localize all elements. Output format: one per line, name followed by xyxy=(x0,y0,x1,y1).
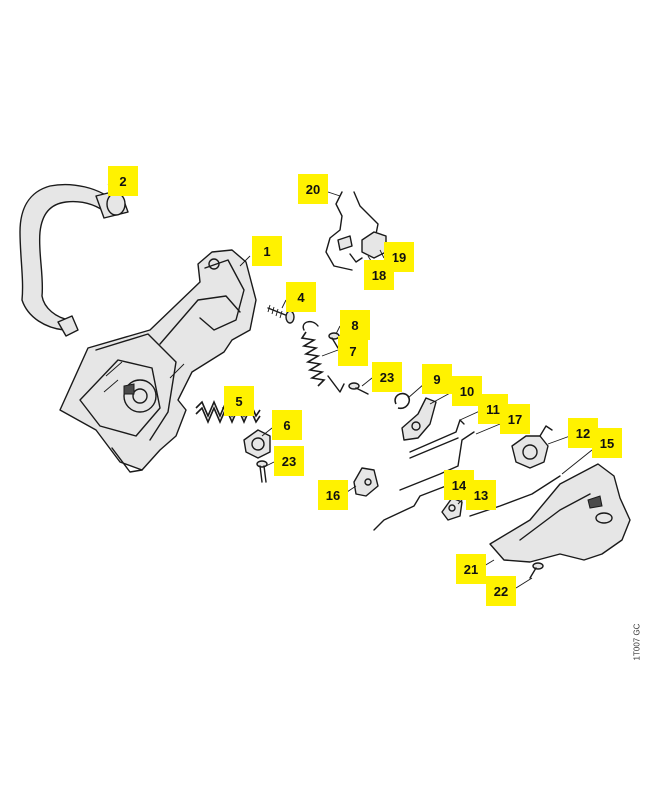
lever-12-drawing xyxy=(511,425,553,469)
callout-part-4[interactable]: 4 xyxy=(286,282,316,312)
callout-part-2[interactable]: 2 xyxy=(108,166,138,196)
callout-part-21[interactable]: 21 xyxy=(456,554,486,584)
spring-7-drawing xyxy=(300,320,345,393)
wire-17-drawing xyxy=(399,431,475,491)
reference-code: 1T007 GC xyxy=(630,612,644,672)
callout-part-23-upper[interactable]: 23 xyxy=(372,362,402,392)
callout-part-1[interactable]: 1 xyxy=(252,236,282,266)
callout-part-10[interactable]: 10 xyxy=(452,376,482,406)
screw-23a-drawing xyxy=(256,460,268,483)
callout-part-13[interactable]: 13 xyxy=(466,480,496,510)
throttle-trigger-10-drawing xyxy=(401,397,437,441)
rod-11-drawing xyxy=(409,419,465,459)
callout-part-15[interactable]: 15 xyxy=(592,428,622,458)
callout-part-5[interactable]: 5 xyxy=(224,386,254,416)
callout-part-23-lower[interactable]: 23 xyxy=(274,446,304,476)
handle-housing-drawing xyxy=(59,249,257,473)
lever-13-drawing xyxy=(441,497,463,521)
wiring-harness-drawing xyxy=(325,191,387,271)
circlip-9-drawing xyxy=(394,392,411,410)
handle-shell-21-drawing xyxy=(489,463,631,563)
callout-part-18[interactable]: 18 xyxy=(364,260,394,290)
lockout-16-drawing xyxy=(353,467,379,497)
reference-code-text: 1T007 GC xyxy=(632,623,642,661)
wire-15-drawing xyxy=(469,475,561,517)
callout-part-7[interactable]: 7 xyxy=(338,336,368,366)
callout-part-20[interactable]: 20 xyxy=(298,174,328,204)
callout-part-17[interactable]: 17 xyxy=(500,404,530,434)
callout-part-9[interactable]: 9 xyxy=(422,364,452,394)
handlebar-drawing xyxy=(19,183,129,337)
callout-part-6[interactable]: 6 xyxy=(272,410,302,440)
screw-22-drawing xyxy=(529,562,544,579)
callout-part-16[interactable]: 16 xyxy=(318,480,348,510)
callout-part-22[interactable]: 22 xyxy=(486,576,516,606)
callout-part-8[interactable]: 8 xyxy=(340,310,370,340)
screw-23b-drawing xyxy=(348,382,369,395)
retainer-6-drawing xyxy=(243,429,271,459)
wire-14-drawing xyxy=(373,485,447,531)
